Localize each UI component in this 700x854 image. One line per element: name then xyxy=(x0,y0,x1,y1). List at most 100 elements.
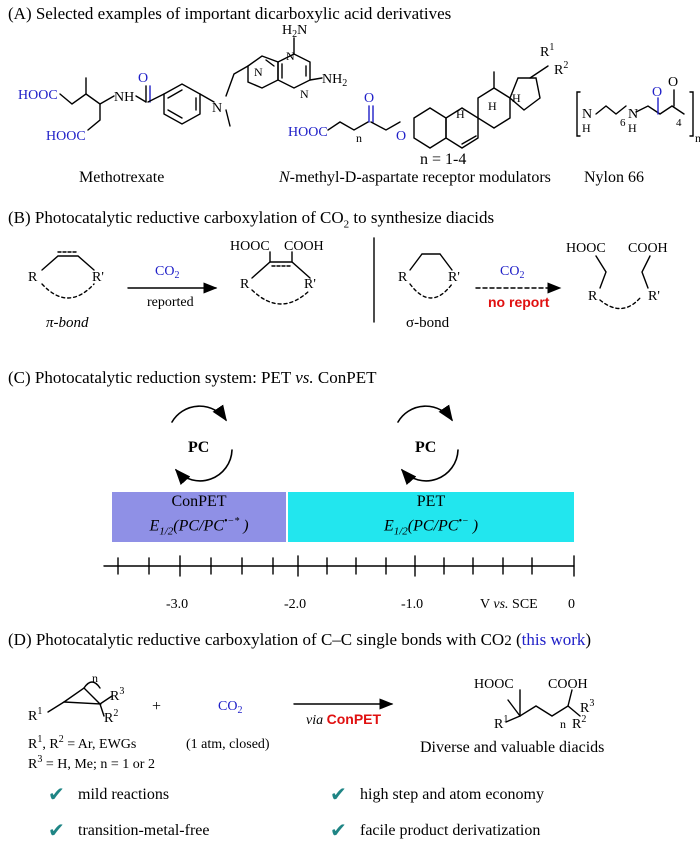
b-hooc-left: HOOC xyxy=(230,239,270,254)
b-r-open: R xyxy=(588,289,598,304)
mtx-nh2-right: NH2 xyxy=(322,72,347,89)
b-hooc-right: HOOC xyxy=(566,241,606,256)
diacid-open-product xyxy=(595,255,651,310)
tick-minus-1: -1.0 xyxy=(401,597,423,612)
b-rprime-sigma: R' xyxy=(448,270,460,285)
diacid-product xyxy=(505,689,581,723)
conpet-band: ConPET E1/2(PC/PC•−* ) xyxy=(112,492,286,542)
d-r3: R3 xyxy=(110,686,124,704)
d-product-hooc: HOOC xyxy=(474,677,514,692)
no-report-label: no report xyxy=(488,294,550,310)
reported-label: reported xyxy=(147,295,194,310)
b-r-product: R xyxy=(240,277,250,292)
mtx-cooh-bottom: HOOC xyxy=(46,129,86,144)
d-r2: R2 xyxy=(104,708,118,726)
d-n-substrate: n xyxy=(92,671,98,685)
nylon-labels: N H 6 N H O O 4 n xyxy=(582,75,700,145)
steroid-h2: H xyxy=(488,99,497,113)
check-icon-2: ✔ xyxy=(330,782,347,806)
steroid-r1: R1 xyxy=(540,42,554,60)
steroid-h1: H xyxy=(456,107,465,121)
d-product-caption: Diverse and valuable diacids xyxy=(420,739,604,756)
nylon-h1: H xyxy=(582,121,591,135)
b-cooh-right: COOH xyxy=(628,241,668,256)
d-via-conpet: via ConPET xyxy=(306,711,381,728)
mtx-nh2-top: H2N xyxy=(282,23,307,40)
conpet-label: ConPET xyxy=(171,493,227,511)
mtx-amide-o: O xyxy=(138,71,148,86)
nylon-four: 4 xyxy=(676,117,682,129)
feature-1: mild reactions xyxy=(78,786,170,803)
pc-cycle-right xyxy=(397,404,459,486)
feature-3: transition-metal-free xyxy=(78,822,210,839)
pc-left: PC xyxy=(188,439,209,456)
mtx-n-methyl: N xyxy=(212,101,222,116)
pi-bond-label: π-bond xyxy=(46,315,89,331)
d-plus: + xyxy=(152,698,161,715)
mtx-cooh-top: HOOC xyxy=(18,88,58,103)
steroid-carbonyl-o: O xyxy=(364,91,374,106)
section-c-title: (C) Photocatalytic reduction system: PET… xyxy=(8,368,377,387)
b-cooh-left: COOH xyxy=(284,239,324,254)
methotrexate-caption: Methotrexate xyxy=(79,169,164,186)
co2-left: CO2 xyxy=(155,264,179,281)
steroid-caption: N-methyl-D-aspartate receptor modulators xyxy=(278,169,551,186)
potential-axis xyxy=(103,555,575,577)
nylon-o2: O xyxy=(668,75,678,90)
steroid-n: n xyxy=(356,131,362,145)
section-a-title: (A) Selected examples of important dicar… xyxy=(8,4,452,23)
mtx-n1: N xyxy=(254,65,263,79)
section-d-title: (D) Photocatalytic reductive carboxylati… xyxy=(8,630,592,649)
pet-formula: E1/2(PC/PC•− ) xyxy=(383,516,479,538)
d-r1: R1 xyxy=(28,706,42,724)
axis-unit: V vs. SCE xyxy=(480,597,538,612)
check-icon-1: ✔ xyxy=(48,782,65,806)
methotrexate-structure xyxy=(59,37,323,131)
sigma-bond-label: σ-bond xyxy=(406,315,450,331)
tick-zero: 0 xyxy=(568,597,575,612)
check-icon-3: ✔ xyxy=(48,818,65,842)
d-product-n: n xyxy=(560,717,566,731)
tick-minus-3: -3.0 xyxy=(166,597,188,612)
mtx-n3: N xyxy=(300,87,309,101)
mtx-nh: NH xyxy=(114,90,134,105)
d-co2: CO2 xyxy=(218,699,242,716)
section-b-title: (B) Photocatalytic reductive carboxylati… xyxy=(8,208,495,231)
methotrexate-labels: HOOC HOOC NH O N H2N NH2 N N N xyxy=(18,23,347,144)
b-rprime-open: R' xyxy=(648,289,660,304)
pet-label: PET xyxy=(416,493,446,511)
steroid-ester-o: O xyxy=(396,129,406,144)
diacid-alkene-product xyxy=(251,251,311,305)
pc-right: PC xyxy=(415,439,436,456)
d-r-def-1: R1, R2 = Ar, EWGs xyxy=(28,734,136,752)
d-product-r2: R2 xyxy=(572,714,586,732)
d-product-cooh: COOH xyxy=(548,677,588,692)
feature-4: facile product derivatization xyxy=(360,822,541,839)
steroid-structure xyxy=(327,65,549,149)
b-rprime-left: R' xyxy=(92,270,104,285)
check-icon-4: ✔ xyxy=(330,818,347,842)
steroid-labels: HOOC O O n R1 R2 H H H xyxy=(288,42,568,145)
steroid-cooh: HOOC xyxy=(288,125,328,140)
steroid-r2: R2 xyxy=(554,60,568,78)
b-rprime-product: R' xyxy=(304,277,316,292)
nylon-n2: N xyxy=(628,107,638,122)
d-co2-cond: (1 atm, closed) xyxy=(186,737,270,752)
pi-bond-substrate xyxy=(41,251,95,299)
nylon-h2: H xyxy=(628,121,637,135)
co2-right: CO2 xyxy=(500,264,524,281)
cyclopropane-substrate xyxy=(47,681,113,717)
nylon-o1: O xyxy=(652,85,662,100)
nylon-n1: N xyxy=(582,107,592,122)
mtx-n2: N xyxy=(286,49,295,63)
tick-minus-2: -2.0 xyxy=(284,597,306,612)
steroid-h3: H xyxy=(512,91,521,105)
nylon-six: 6 xyxy=(620,117,626,129)
nylon-caption: Nylon 66 xyxy=(584,169,644,186)
steroid-n-range: n = 1-4 xyxy=(420,151,466,168)
nylon-n: n xyxy=(695,131,700,145)
conpet-formula: E1/2(PC/PC•−* ) xyxy=(149,516,249,538)
d-product-r1: R1 xyxy=(494,714,508,732)
b-r-left: R xyxy=(28,270,38,285)
